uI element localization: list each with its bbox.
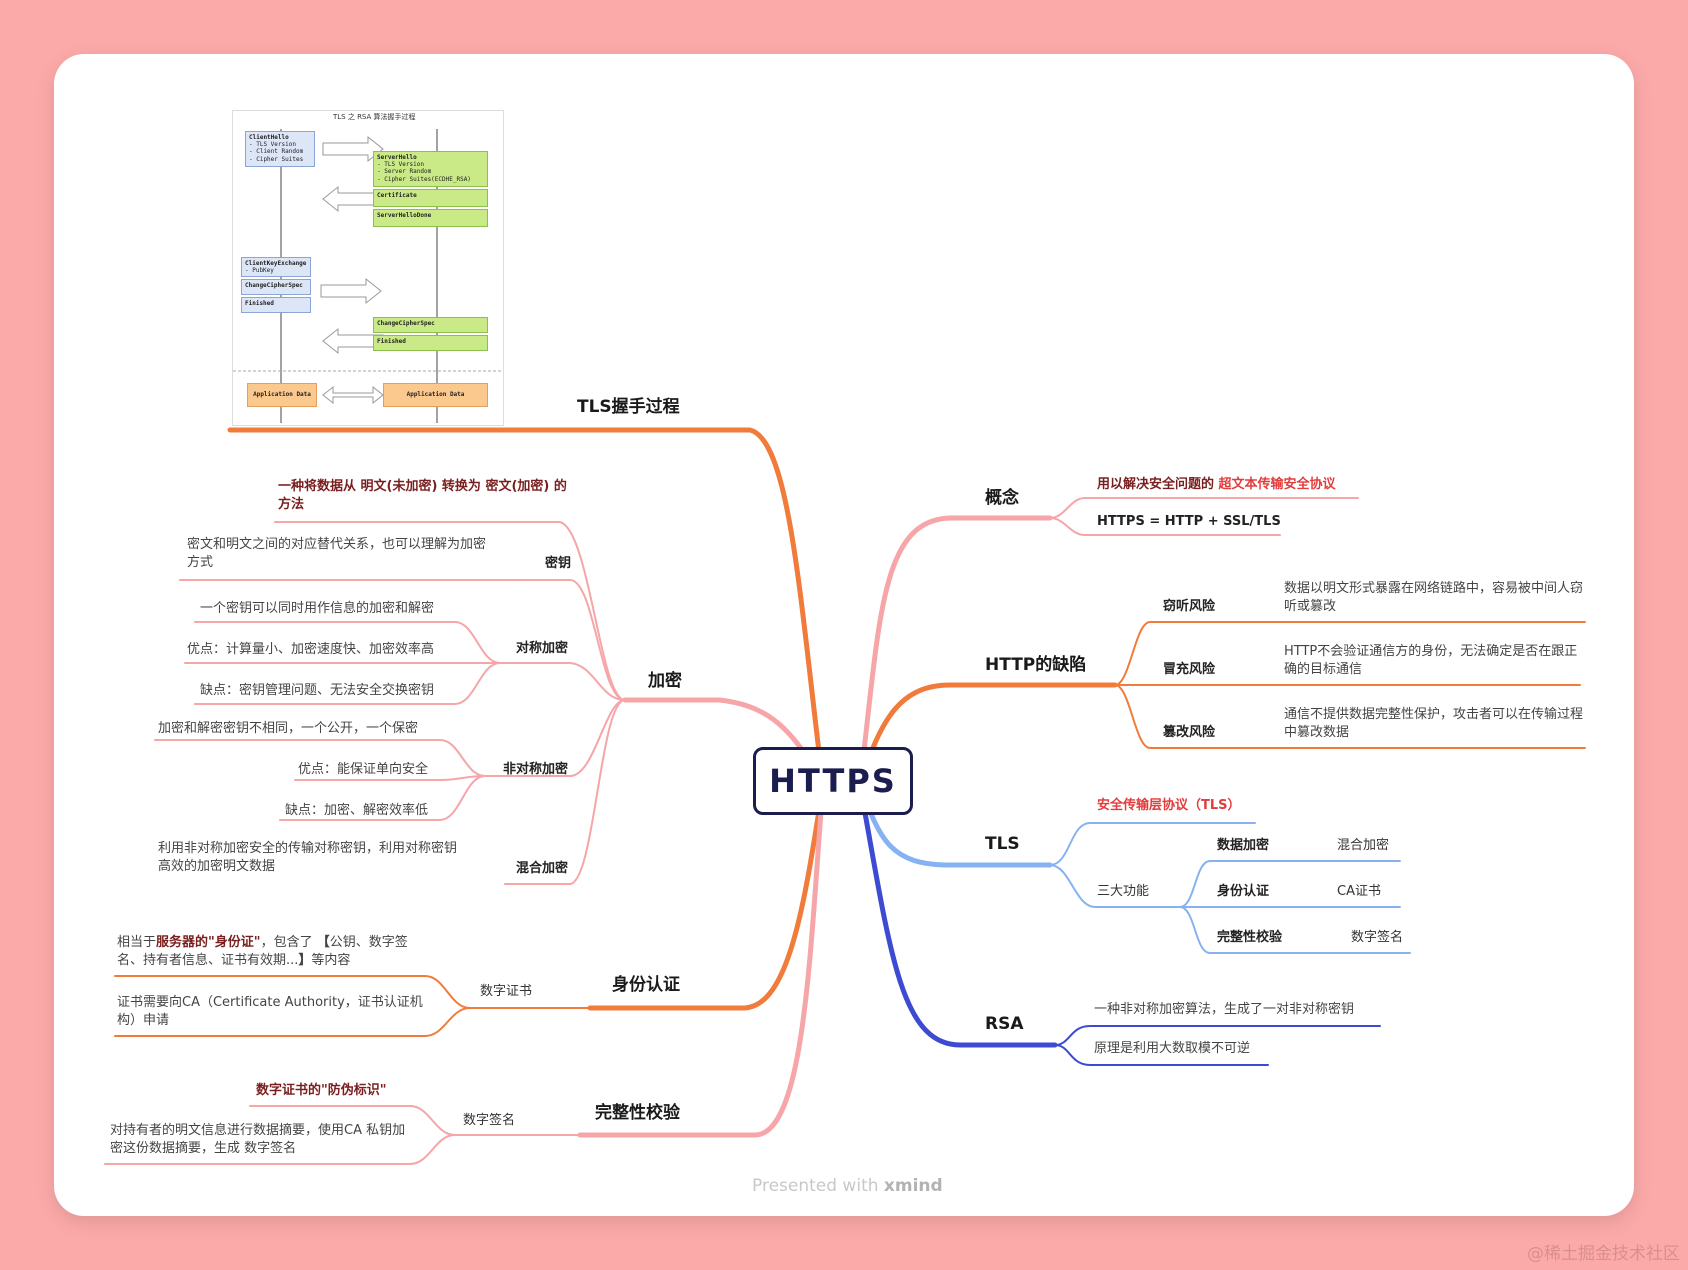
symmetric-item-1[interactable]: 一个密钥可以同时用作信息的加密和解密 — [200, 601, 435, 616]
topic-tls[interactable]: TLS — [985, 834, 1020, 854]
defect-label-3[interactable]: 篡改风险 — [1163, 725, 1216, 740]
hybrid-description[interactable]: 利用非对称加密安全的传输对称密钥，利用对称密钥高效的加密明文数据 — [158, 841, 458, 874]
watermark: @稀土掘金技术社区 — [1527, 1244, 1680, 1264]
figure-app-data-server: Application Data — [383, 383, 488, 407]
topic-encrypt[interactable]: 加密 — [648, 671, 682, 691]
topic-digital-cert[interactable]: 数字证书 — [480, 984, 533, 999]
topic-hybrid[interactable]: 混合加密 — [516, 861, 569, 876]
branch-concept — [857, 515, 1053, 788]
rsa-item-2[interactable]: 原理是利用大数取模不可逆 — [1094, 1041, 1251, 1056]
defect-desc-3[interactable]: 通信不提供数据完整性保护，攻击者可以在传输过程中篡改数据 — [1284, 707, 1584, 740]
defect-desc-2[interactable]: HTTP不会验证通信方的身份，无法确定是否在跟正确的目标通信 — [1284, 644, 1578, 677]
defect-label-1[interactable]: 窃听风险 — [1163, 599, 1216, 614]
topic-symmetric[interactable]: 对称加密 — [516, 641, 569, 656]
branch-tls-handshake — [227, 427, 826, 788]
tls-function-label-1[interactable]: 数据加密 — [1217, 838, 1270, 853]
figure-client-key-exchange: ClientKeyExchange - PubKey — [241, 257, 311, 277]
defect-desc-1[interactable]: 数据以明文形式暴露在网络链路中，容易被中间人窃听或篡改 — [1284, 581, 1584, 614]
figure-server-hello: ServerHello - TLS Version - Server Rando… — [373, 151, 488, 187]
signature-description-1[interactable]: 数字证书的"防伪标识" — [256, 1083, 387, 1098]
figure-change-cipher-spec-server: ChangeCipherSpec — [373, 317, 488, 333]
symmetric-item-3[interactable]: 缺点：密钥管理问题、无法安全交换密钥 — [200, 683, 435, 698]
cert-description-2[interactable]: 证书需要向CA（Certificate Authority，证书认证机构）申请 — [117, 995, 423, 1028]
figure-title: TLS 之 RSA 算法握手过程 — [333, 113, 416, 121]
branch-integrity — [577, 782, 826, 1138]
figure-client-hello: ClientHello - TLS Version - Client Rando… — [245, 131, 315, 167]
concept-line-2[interactable]: HTTPS = HTTP + SSL/TLS — [1097, 514, 1281, 529]
branch-auth — [587, 782, 826, 1011]
figure-finished-client: Finished — [241, 297, 311, 313]
cert-description-1[interactable]: 相当于服务器的"身份证"，包含了 【公钥、数字签名、持有者信息、证书有效期...… — [117, 935, 408, 968]
topic-asymmetric[interactable]: 非对称加密 — [503, 762, 569, 777]
asymmetric-item-2[interactable]: 优点：能保证单向安全 — [298, 762, 429, 777]
tls-handshake-figure: TLS 之 RSA 算法握手过程 ClientHello - TLS Versi… — [232, 110, 504, 426]
tls-function-value-3[interactable]: 数字签名 — [1351, 930, 1404, 945]
symmetric-item-2[interactable]: 优点：计算量小、加密速度快、加密效率高 — [187, 642, 435, 657]
tls-function-label-2[interactable]: 身份认证 — [1217, 884, 1270, 899]
tls-function-value-2[interactable]: CA证书 — [1337, 884, 1381, 899]
tls-function-value-1[interactable]: 混合加密 — [1337, 838, 1390, 853]
tls-three-functions[interactable]: 三大功能 — [1097, 884, 1150, 899]
tls-protocol[interactable]: 安全传输层协议（TLS） — [1097, 798, 1241, 813]
figure-server-hello-done: ServerHelloDone — [373, 209, 488, 227]
central-topic[interactable]: HTTPS — [753, 747, 913, 815]
topic-integrity[interactable]: 完整性校验 — [595, 1103, 680, 1123]
topic-auth[interactable]: 身份认证 — [612, 975, 680, 995]
tls-function-label-3[interactable]: 完整性校验 — [1217, 930, 1283, 945]
key-description[interactable]: 密文和明文之间的对应替代关系，也可以理解为加密方式 — [187, 537, 487, 570]
topic-tls-handshake[interactable]: TLS握手过程 — [577, 397, 680, 417]
topic-concept[interactable]: 概念 — [985, 488, 1019, 508]
figure-change-cipher-spec-client: ChangeCipherSpec — [241, 279, 311, 295]
signature-description-2[interactable]: 对持有者的明文信息进行数据摘要，使用CA 私钥加密这份数据摘要，生成 数字签名 — [110, 1123, 406, 1156]
defect-label-2[interactable]: 冒充风险 — [1163, 662, 1216, 677]
concept-line-1[interactable]: 用以解决安全问题的 超文本传输安全协议 — [1097, 477, 1336, 492]
topic-digital-signature[interactable]: 数字签名 — [463, 1113, 516, 1128]
asymmetric-item-1[interactable]: 加密和解密密钥不相同，一个公开，一个保密 — [158, 721, 419, 736]
asymmetric-item-3[interactable]: 缺点：加密、解密效率低 — [285, 803, 429, 818]
presented-with-footer: Presented with xmind — [752, 1176, 943, 1196]
topic-rsa[interactable]: RSA — [985, 1014, 1024, 1034]
figure-app-data-client: Application Data — [247, 383, 317, 407]
figure-finished-server: Finished — [373, 335, 488, 351]
branch-rsa — [857, 782, 1058, 1048]
topic-http-defects[interactable]: HTTP的缺陷 — [985, 655, 1087, 675]
rsa-item-1[interactable]: 一种非对称加密算法，生成了一对非对称密钥 — [1094, 1002, 1355, 1017]
topic-key[interactable]: 密钥 — [545, 556, 572, 571]
encrypt-definition[interactable]: 一种将数据从 明文(未加密) 转换为 密文(加密) 的方法 — [278, 479, 567, 512]
figure-arrows — [233, 129, 503, 423]
figure-certificate: Certificate — [373, 189, 488, 207]
